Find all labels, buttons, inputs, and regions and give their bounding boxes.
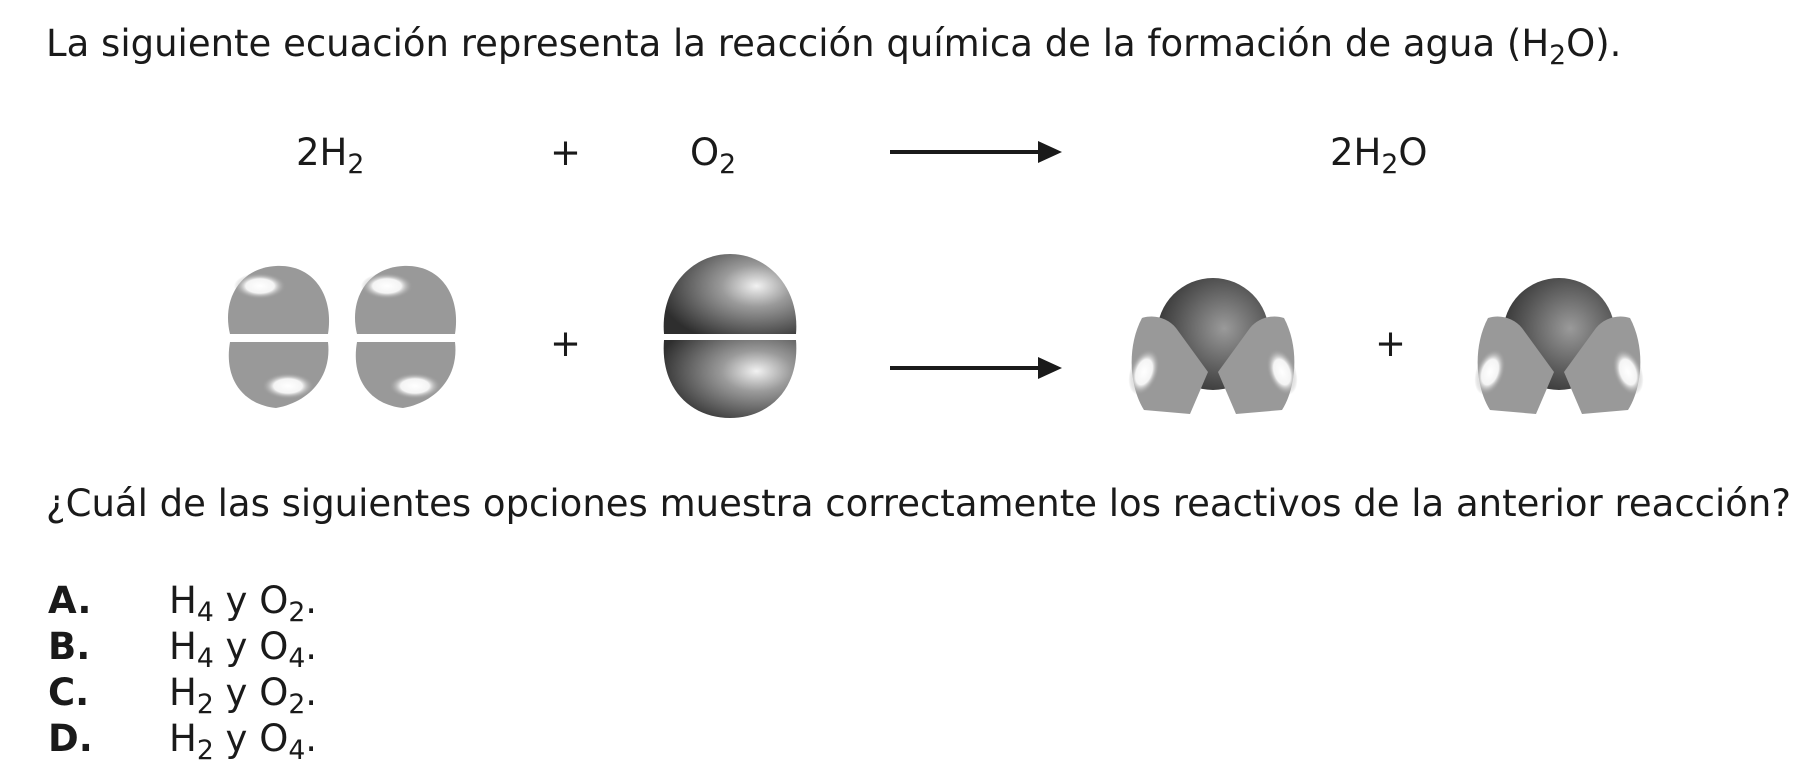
model-plus: +: [1375, 322, 1407, 365]
equation-reactant-h2: 2H2: [296, 131, 364, 178]
water-molecule-icon: [1128, 278, 1298, 414]
intro-end: O).: [1566, 22, 1622, 65]
equation-reactant-o2: O2: [690, 131, 736, 178]
option-text: H2 y O4.: [169, 717, 318, 766]
option-text: H4 y O2.: [169, 579, 318, 628]
intro-subscript: 2: [1549, 39, 1567, 71]
product-post: O: [1398, 131, 1428, 174]
option-b[interactable]: B. H4 y O4.: [48, 624, 318, 674]
water-molecule-icon: [1474, 278, 1644, 414]
reactant2-main: O: [690, 131, 720, 174]
model-plus: +: [550, 322, 582, 365]
equation-plus: +: [550, 131, 582, 174]
option-text: H2 y O2.: [169, 671, 318, 720]
hydrogen-molecule-icon: [227, 265, 330, 408]
reactant1-coef: 2H: [296, 131, 348, 174]
option-letter: A.: [48, 579, 92, 622]
option-letter: C.: [48, 671, 90, 714]
equation-arrow-icon: [890, 141, 1062, 163]
question-text: ¿Cuál de las siguientes opciones muestra…: [46, 482, 1792, 525]
option-c[interactable]: C. H2 y O2.: [48, 670, 318, 720]
option-letter: D.: [48, 717, 93, 760]
reactant1-sub: 2: [347, 148, 365, 180]
intro-text: La siguiente ecuación representa la reac…: [46, 22, 1550, 65]
answer-options: A. H4 y O2. B. H4 y O4. C. H2 y O2. D. H…: [48, 578, 318, 766]
hydrogen-molecule-icon: [354, 265, 457, 408]
product-sub: 2: [1381, 148, 1399, 180]
product-pre: 2H: [1330, 131, 1382, 174]
model-arrow-icon: [890, 357, 1062, 379]
intro-sentence: La siguiente ecuación representa la reac…: [46, 22, 1622, 69]
equation-product-h2o: 2H2O: [1330, 131, 1428, 178]
option-text: H4 y O4.: [169, 625, 318, 674]
option-letter: B.: [48, 625, 91, 668]
option-a[interactable]: A. H4 y O2.: [48, 578, 318, 628]
option-d[interactable]: D. H2 y O4.: [48, 716, 318, 766]
oxygen-molecule-icon: [663, 254, 797, 418]
reactant2-sub: 2: [719, 148, 737, 180]
